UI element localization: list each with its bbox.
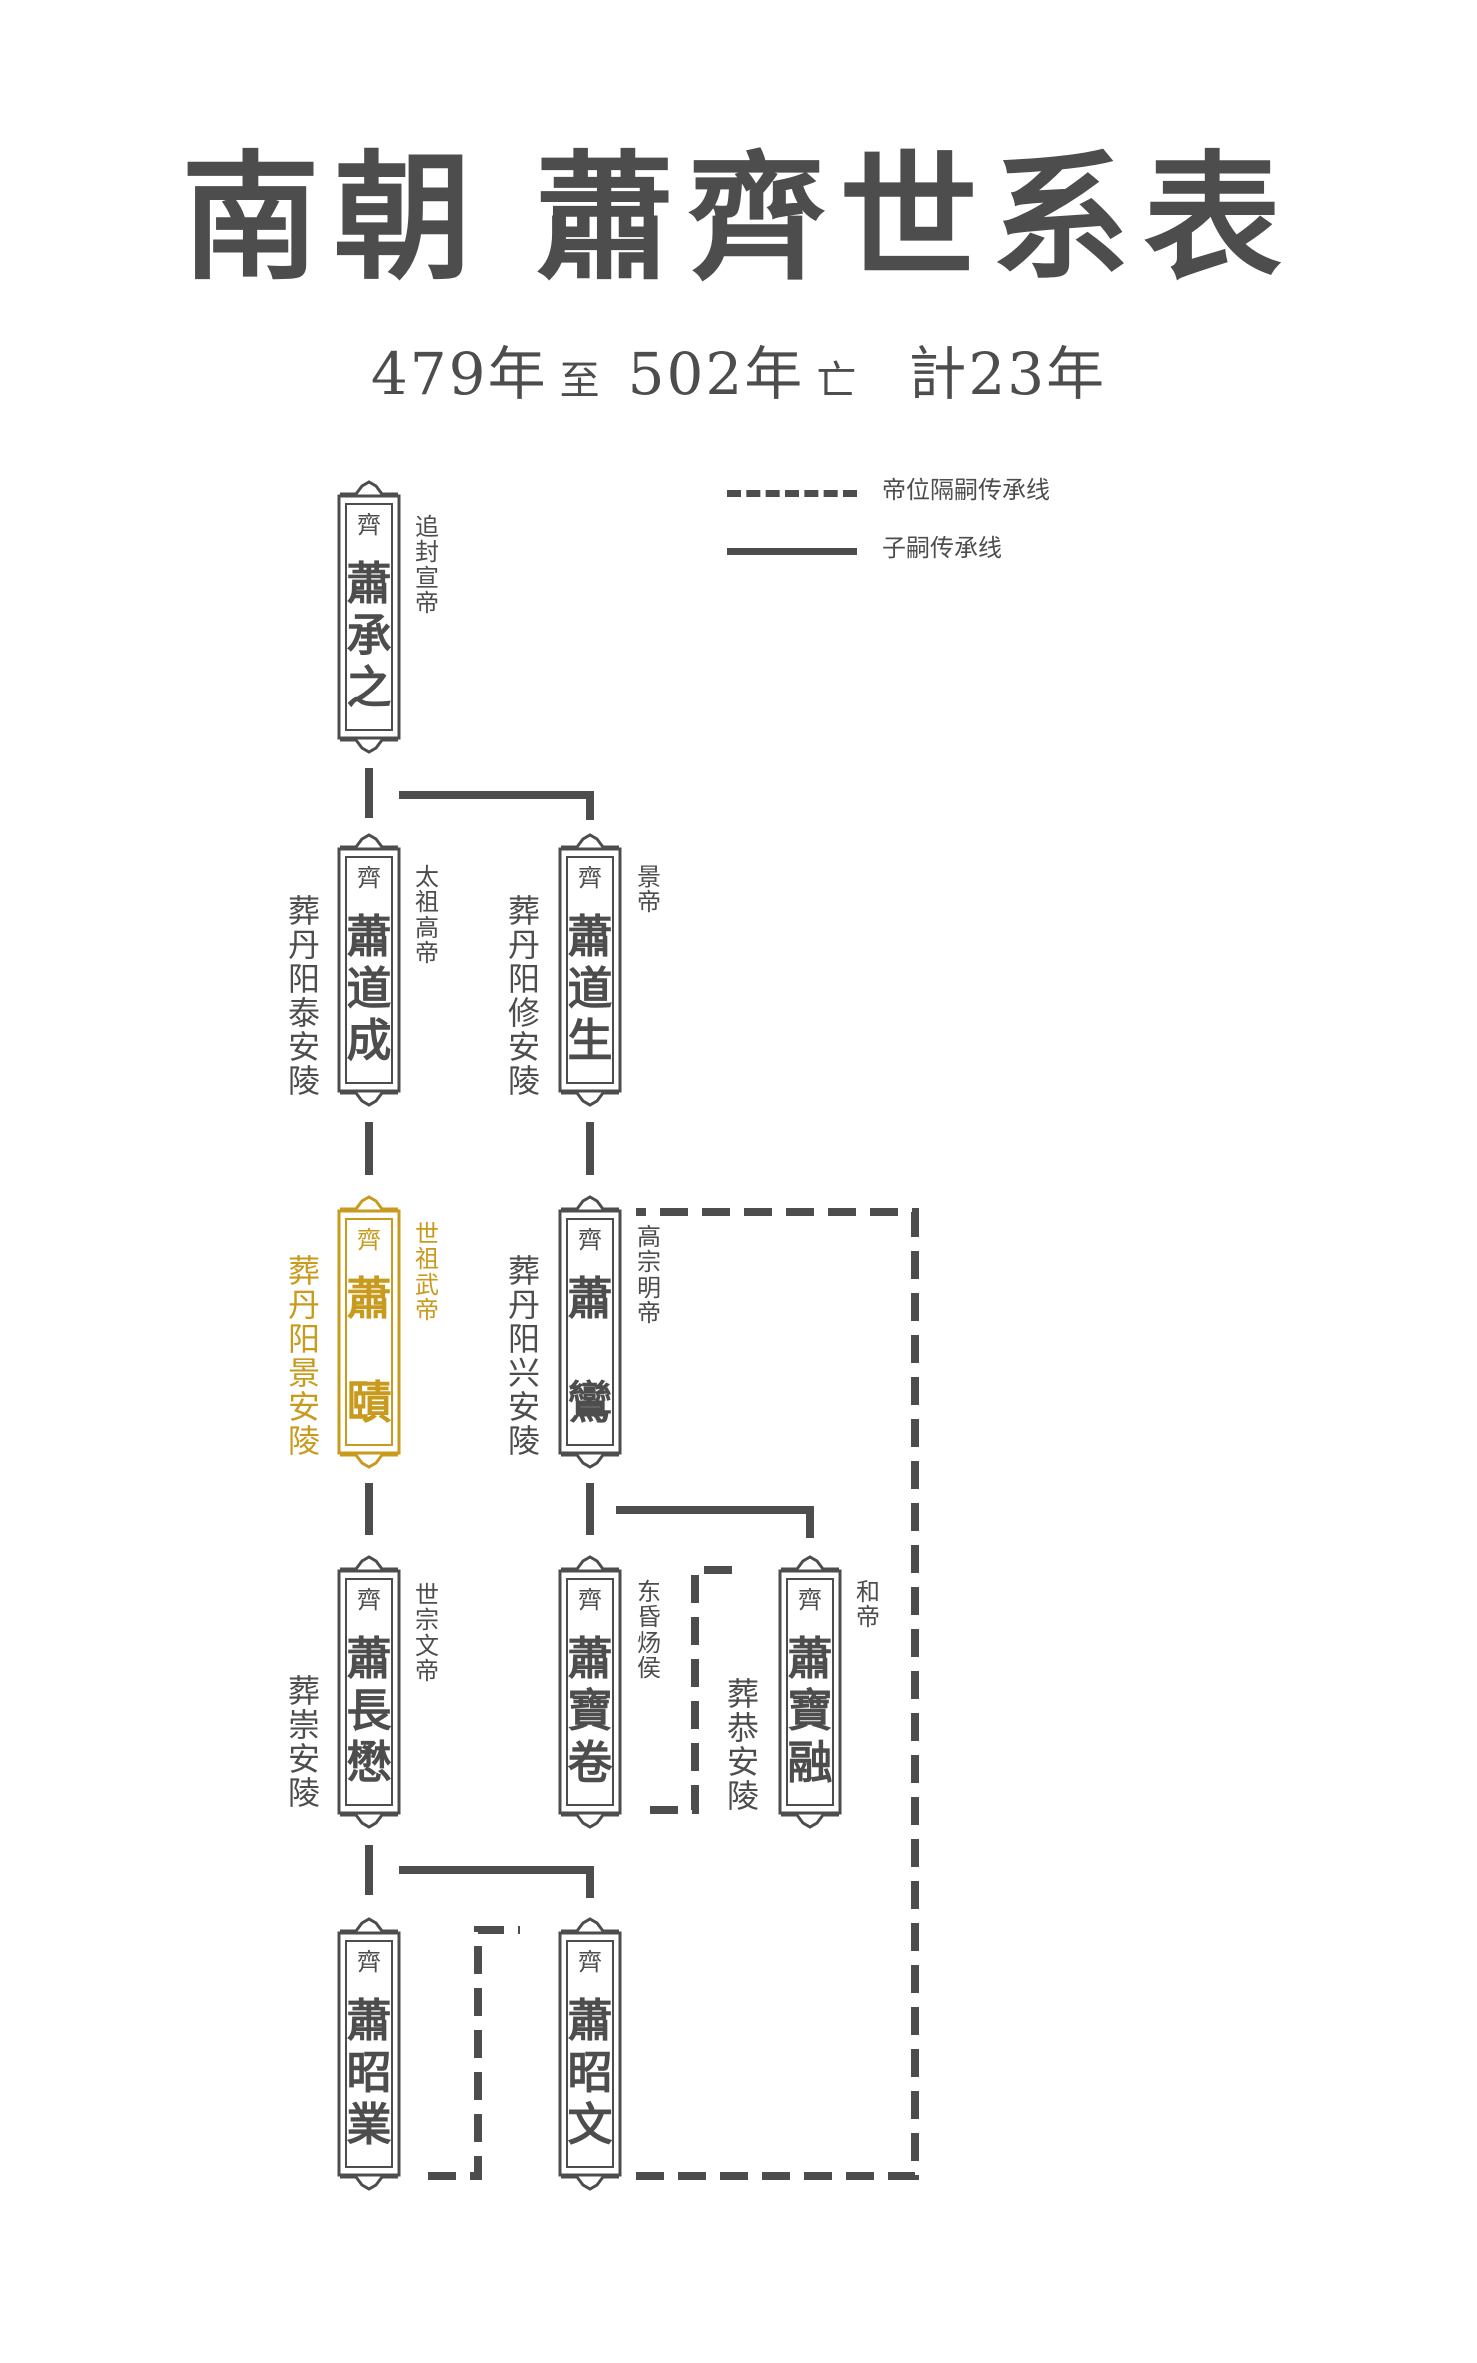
person-name: 蕭 鸞 xyxy=(567,1272,613,1429)
qi-emblem: 齊 xyxy=(357,864,381,892)
tablet-frame xyxy=(558,1195,622,1469)
person-name: 蕭道生 xyxy=(567,910,613,1067)
tablet-frame xyxy=(337,833,401,1107)
qi-emblem: 齊 xyxy=(578,1948,602,1976)
qi-emblem: 齊 xyxy=(357,1226,381,1254)
person-name: 蕭長懋 xyxy=(346,1632,392,1789)
tablet-frame xyxy=(337,480,401,754)
person-title-daocheng: 太祖高帝 xyxy=(415,863,439,968)
subtitle-to: 至 xyxy=(559,358,602,404)
person-title-baorong: 和帝 xyxy=(856,1578,880,1632)
person-tablet-ze: 齊 蕭 賾 xyxy=(336,1195,402,1469)
tablet-frame xyxy=(558,1917,622,2191)
person-name: 蕭寶融 xyxy=(787,1632,833,1789)
subtitle-total: 計23年 xyxy=(908,340,1107,408)
person-title-chengzhi: 追封宣帝 xyxy=(415,513,439,618)
line-changmao-zhaowen xyxy=(399,1866,594,1898)
person-tablet-daocheng: 齊 蕭道成 xyxy=(336,833,402,1107)
person-burial-baorong: 葬恭安陵 xyxy=(727,1675,760,1815)
line-chengzhi-daosheng xyxy=(399,791,594,820)
person-tablet-zhaowen: 齊 蕭昭文 xyxy=(557,1917,623,2191)
chart-title: 南朝蕭齊世系表 xyxy=(0,150,1477,288)
person-tablet-baorong: 齊 蕭寶融 xyxy=(777,1555,843,1829)
tablet-frame xyxy=(778,1555,842,1829)
legend-dashed-label: 帝位隔嗣传承线 xyxy=(882,476,1050,504)
tablet-frame xyxy=(558,833,622,1107)
person-burial-daocheng: 葬丹阳泰安陵 xyxy=(288,892,321,1100)
person-name: 蕭 賾 xyxy=(346,1272,392,1429)
tablet-frame xyxy=(337,1195,401,1469)
qi-emblem: 齊 xyxy=(357,511,381,539)
subtitle-fall: 亡 xyxy=(816,358,859,404)
person-name: 蕭寶卷 xyxy=(567,1632,613,1789)
qi-emblem: 齊 xyxy=(578,1226,602,1254)
person-burial-luan: 葬丹阳兴安陵 xyxy=(508,1252,541,1460)
person-name: 蕭昭業 xyxy=(346,1994,392,2151)
person-tablet-baojuan: 齊 蕭寶卷 xyxy=(557,1555,623,1829)
title-dynasty: 南朝 xyxy=(181,138,486,299)
person-name: 蕭道成 xyxy=(346,910,392,1067)
person-tablet-changmao: 齊 蕭長懋 xyxy=(336,1555,402,1829)
qi-emblem: 齊 xyxy=(798,1586,822,1614)
person-name: 蕭昭文 xyxy=(567,1994,613,2151)
dash-baojuan-baorong xyxy=(650,1566,738,1814)
person-title-ze: 世祖武帝 xyxy=(415,1220,439,1325)
person-name: 蕭承之 xyxy=(346,557,392,714)
tablet-frame xyxy=(558,1555,622,1829)
qi-emblem: 齊 xyxy=(357,1948,381,1976)
legend-solid-label: 子嗣传承线 xyxy=(882,534,1002,562)
dash-zhaowen-luan xyxy=(636,1208,919,2180)
subtitle-start: 479年 xyxy=(370,340,548,408)
dash-zhaoye-zhaowen xyxy=(428,1926,520,2180)
person-burial-changmao: 葬崇安陵 xyxy=(288,1672,321,1812)
legend-dashed-line xyxy=(727,490,857,497)
person-burial-ze: 葬丹阳景安陵 xyxy=(288,1252,321,1460)
person-title-daosheng: 景帝 xyxy=(637,863,661,917)
person-title-baojuan: 东昏炀侯 xyxy=(637,1578,661,1683)
person-title-changmao: 世宗文帝 xyxy=(415,1581,439,1686)
qi-emblem: 齊 xyxy=(578,864,602,892)
subtitle-end: 502年 xyxy=(627,340,805,408)
line-luan-baorong xyxy=(616,1506,814,1538)
tablet-frame xyxy=(337,1555,401,1829)
legend-solid-line xyxy=(727,548,857,555)
tablet-frame xyxy=(337,1917,401,2191)
person-tablet-chengzhi: 齊 蕭承之 xyxy=(336,480,402,754)
person-tablet-luan: 齊 蕭 鸞 xyxy=(557,1195,623,1469)
person-burial-daosheng: 葬丹阳修安陵 xyxy=(508,892,541,1100)
person-tablet-daosheng: 齊 蕭道生 xyxy=(557,833,623,1107)
qi-emblem: 齊 xyxy=(578,1586,602,1614)
qi-emblem: 齊 xyxy=(357,1586,381,1614)
title-name: 蕭齊世系表 xyxy=(535,138,1296,299)
person-title-luan: 高宗明帝 xyxy=(637,1223,661,1328)
person-tablet-zhaoye: 齊 蕭昭業 xyxy=(336,1917,402,2191)
